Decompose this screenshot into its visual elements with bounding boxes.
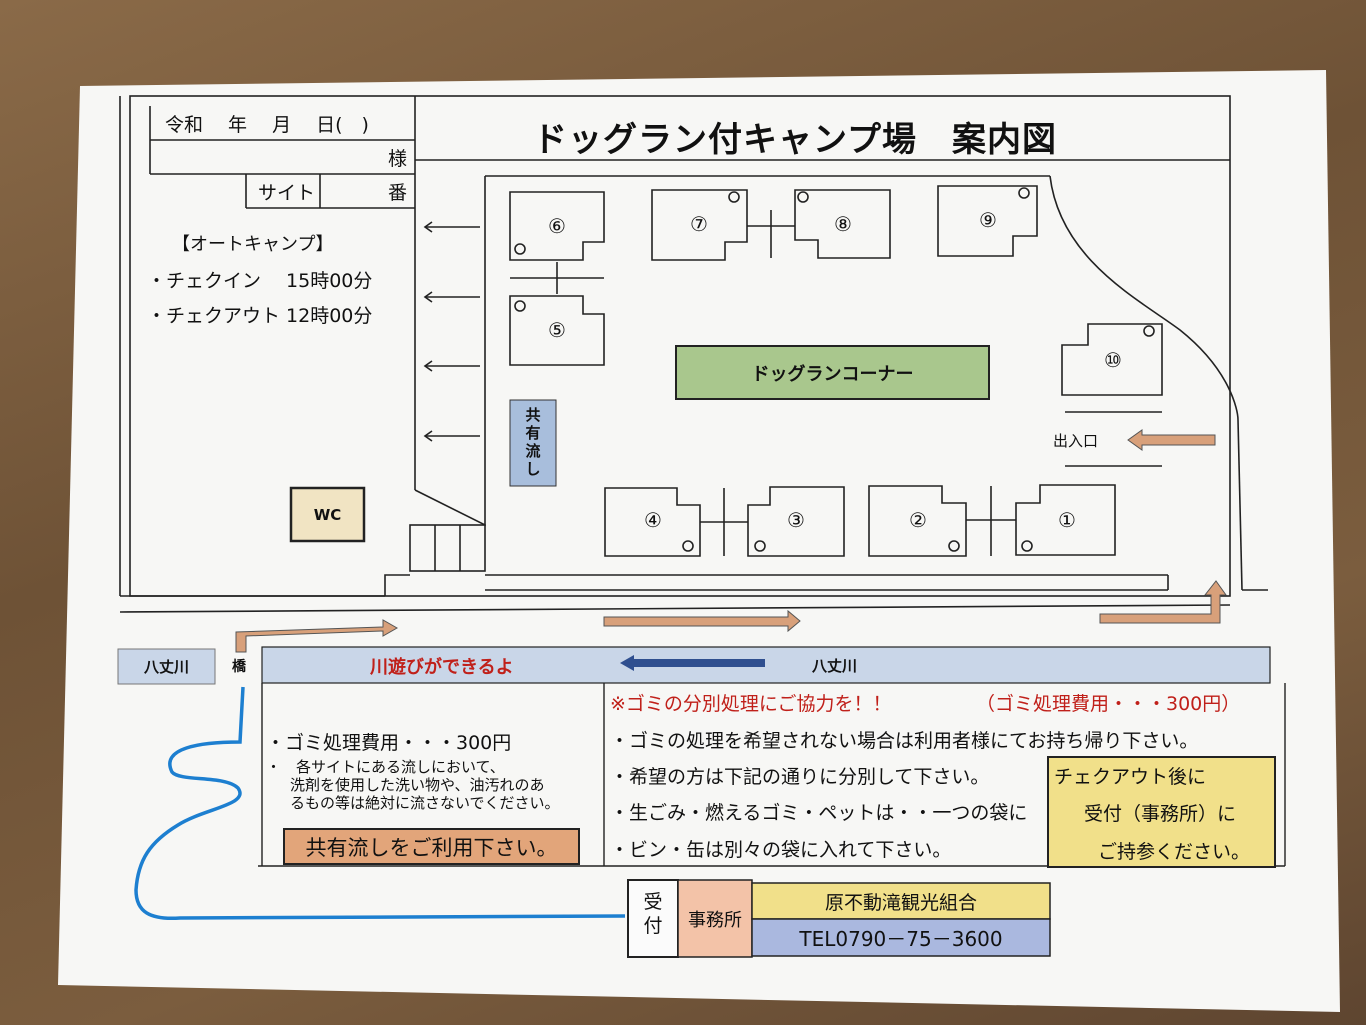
river-right-label: 八丈川 <box>812 657 858 675</box>
paper-sheet <box>58 70 1340 1012</box>
checkout-box-line1: チェクアウト後に <box>1054 766 1207 788</box>
stream-line <box>134 686 626 921</box>
river-play-label: 川遊びができるよ <box>370 657 514 678</box>
map-outer-frame <box>129 95 1231 597</box>
site-9-label: ⑨ <box>979 208 997 232</box>
site-10-plot <box>1061 323 1163 396</box>
date-line: 令和 年 月 日( ) <box>165 114 369 136</box>
sink-note-line2: 洗剤を使用した洗い物や、油汚れのあ <box>290 776 545 794</box>
site-7-label: ⑦ <box>690 212 708 236</box>
garbage-line-2: ・希望の方は下記の通りに分別して下さい。 <box>610 766 990 788</box>
checkout-box-line3: ご持参ください。 <box>1098 841 1251 863</box>
auto-camp-heading: 【オートキャンプ】 <box>172 234 334 255</box>
site-7-plot <box>651 189 748 261</box>
site-6-plot <box>509 191 605 261</box>
garbage-line-1: ・ゴミの処理を希望されない場合は利用者様にてお持ち帰り下さい。 <box>610 730 1199 752</box>
wc-label: WC <box>313 505 342 524</box>
dogrun-area <box>675 345 990 400</box>
site-9-plot <box>937 185 1038 257</box>
site-3-label: ③ <box>787 508 805 532</box>
river-flow-arrow <box>620 655 765 671</box>
site-2-plot <box>868 485 967 557</box>
garbage-request: ※ゴミの分別処理にご協力を！！ <box>610 693 892 715</box>
ban-label: 番 <box>388 182 408 204</box>
sink-note-line1: ・ 各サイトにある流しにおいて、 <box>266 758 505 776</box>
checkout-time: ・チェクアウト 12時00分 <box>147 305 373 327</box>
site-5-label: ⑤ <box>548 318 566 342</box>
checkout-box-line2: 受付（事務所）に <box>1084 803 1237 825</box>
garbage-line-4: ・ビン・缶は別々の袋に入れて下さい。 <box>610 839 952 861</box>
shared-sink-label: 共有流し <box>525 406 541 478</box>
site-4-label: ④ <box>644 508 662 532</box>
checkout-box-bg <box>1047 756 1276 868</box>
site-4-plot <box>604 487 701 557</box>
site-3-plot <box>747 486 845 557</box>
site-8-label: ⑧ <box>834 212 852 236</box>
site-1-label: ① <box>1058 508 1076 532</box>
shared-sink-button-bg <box>283 828 580 865</box>
site-label: サイト <box>258 182 316 204</box>
river-left-band <box>117 648 216 685</box>
reception-label: 受付 <box>643 891 663 937</box>
entrance-label: 出入口 <box>1053 432 1099 450</box>
river-band <box>261 646 1271 684</box>
fee-note-left: ・ゴミ処理費用・・・300円 <box>266 732 512 754</box>
entrance-arrow <box>1127 429 1216 451</box>
bridge-label: 橋 <box>232 659 246 675</box>
site-10-label: ⑩ <box>1104 348 1122 372</box>
phone-number: TEL0790－75－3600 <box>799 927 1003 951</box>
page-title: ドッグラン付キャンプ場 案内図 <box>533 120 1057 160</box>
office-label: 事務所 <box>688 909 742 931</box>
site-6-label: ⑥ <box>548 214 566 238</box>
wc-building <box>289 486 366 543</box>
organization-name: 原不動滝観光組合 <box>824 891 977 914</box>
dogrun-label: ドッグランコーナー <box>751 363 914 385</box>
shared-sink-area <box>509 399 557 487</box>
site-1-plot <box>1015 484 1116 556</box>
checkin-time: ・チェクイン 15時00分 <box>147 270 373 292</box>
garbage-fee: （ゴミ処理費用・・・300円） <box>976 693 1241 715</box>
turn-arrow <box>1099 580 1227 624</box>
river-left-label: 八丈川 <box>143 658 189 676</box>
site-8-plot <box>794 189 891 259</box>
bridge-path-arrow <box>235 619 399 653</box>
road-arrow <box>603 609 801 633</box>
site-5-plot <box>509 295 605 366</box>
left-arrows <box>423 221 480 442</box>
shared-sink-button-label: 共有流しをご利用下さい。 <box>305 835 558 860</box>
site-2-label: ② <box>909 508 927 532</box>
sama-label: 様 <box>388 148 408 170</box>
garbage-line-3: ・生ごみ・燃えるゴミ・ペットは・・一つの袋に <box>610 802 1028 824</box>
sink-note-line3: るもの等は絶対に流さないでください。 <box>290 794 560 812</box>
